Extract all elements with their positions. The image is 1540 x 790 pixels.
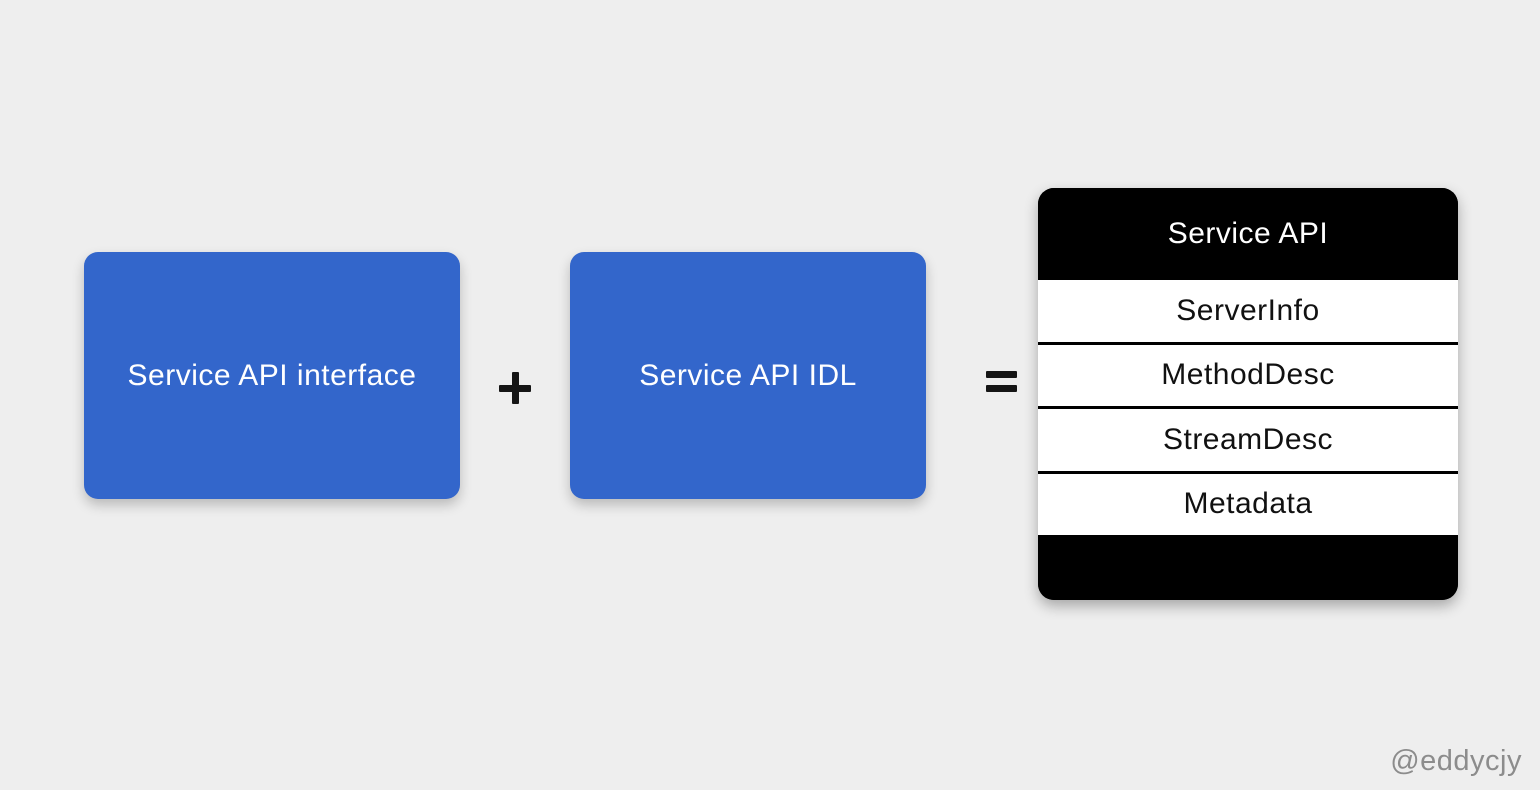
stack-header-label: Service API xyxy=(1167,217,1329,250)
equals-operator-icon: = xyxy=(986,371,1017,392)
stack-row-methoddesc: MethodDesc xyxy=(1038,341,1458,406)
service-api-idl-box: Service API IDL xyxy=(570,252,926,499)
service-api-interface-label: Service API interface xyxy=(127,358,417,392)
equals-bottom-bar xyxy=(986,385,1017,392)
equals-top-bar xyxy=(986,371,1017,378)
stack-header: Service API xyxy=(1038,188,1458,280)
service-api-idl-label: Service API IDL xyxy=(639,358,857,392)
watermark: @eddycjy xyxy=(1390,745,1522,777)
service-api-interface-box: Service API interface xyxy=(84,252,460,499)
stack-row-streamdesc: StreamDesc xyxy=(1038,406,1458,471)
stack-footer xyxy=(1038,535,1458,600)
stack-row-serverinfo: ServerInfo xyxy=(1038,280,1458,342)
plus-operator-text: + xyxy=(499,372,500,373)
stack-row-metadata: Metadata xyxy=(1038,470,1458,535)
plus-vertical-bar xyxy=(511,372,519,404)
service-api-stack: Service API ServerInfo MethodDesc Stream… xyxy=(1038,188,1458,600)
plus-operator-icon: + xyxy=(499,372,531,404)
stack-rows: ServerInfo MethodDesc StreamDesc Metadat… xyxy=(1038,280,1458,535)
